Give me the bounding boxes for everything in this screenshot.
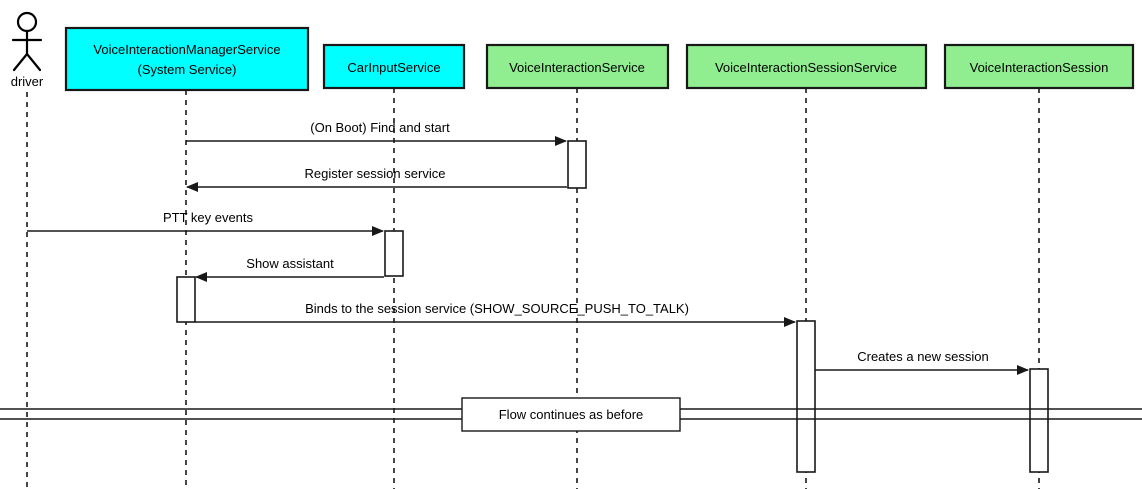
activation-bar-vis — [567, 140, 587, 189]
message-creates-a-new-session: Creates a new session — [815, 349, 1029, 375]
participant-label-vims-line2: (System Service) — [138, 62, 237, 77]
message-label-m4: Show assistant — [246, 256, 334, 271]
participant-carinput[interactable]: CarInputService — [322, 43, 466, 90]
participant-label-session: VoiceInteractionSession — [970, 60, 1109, 75]
message-ptt-key-events: PTT key events — [27, 210, 384, 236]
activation-bars — [176, 140, 1049, 473]
participant-vis[interactable]: VoiceInteractionService — [485, 43, 670, 90]
actor-driver[interactable]: driver — [11, 11, 44, 89]
message-label-m1: (On Boot) Find and start — [310, 120, 450, 135]
message-register-session-service: Register session service — [186, 166, 567, 192]
message-label-m5: Binds to the session service (SHOW_SOURC… — [305, 301, 689, 316]
participant-box-carinput[interactable] — [322, 43, 466, 90]
divider-flow-continues: Flow continues as before — [0, 397, 1142, 432]
actor-label-driver: driver — [11, 74, 44, 89]
message-label-m3: PTT key events — [163, 210, 254, 225]
activation-bar-session — [1029, 368, 1049, 473]
participant-box-session[interactable] — [943, 43, 1135, 90]
message-binds-to-session-service: Binds to the session service (SHOW_SOURC… — [195, 301, 796, 327]
participant-label-vis: VoiceInteractionService — [509, 60, 645, 75]
activation-bar-vims — [176, 276, 196, 323]
message-label-m2: Register session service — [305, 166, 446, 181]
message-on-boot-find-and-start: (On Boot) Find and start — [186, 120, 567, 146]
participant-box-vims[interactable] — [64, 26, 310, 92]
participant-label-carinput: CarInputService — [347, 60, 440, 75]
participant-label-vims-line1: VoiceInteractionManagerService — [93, 42, 280, 57]
actor-leg-right-icon — [25, 52, 42, 72]
participant-viss[interactable]: VoiceInteractionSessionService — [685, 43, 928, 90]
message-show-assistant: Show assistant — [195, 256, 384, 282]
actor-head-icon — [16, 11, 38, 33]
participant-box-viss[interactable] — [685, 43, 928, 90]
activation-bar-carinput — [384, 230, 404, 277]
participant-box-vis[interactable] — [485, 43, 670, 90]
actor-leg-left-icon — [12, 52, 29, 72]
participant-vims[interactable]: VoiceInteractionManagerService (System S… — [64, 26, 310, 92]
participant-session[interactable]: VoiceInteractionSession — [943, 43, 1135, 90]
participant-label-viss: VoiceInteractionSessionService — [715, 60, 897, 75]
activation-bar-viss — [796, 320, 816, 473]
divider-label-box — [461, 397, 681, 432]
divider-label-text: Flow continues as before — [499, 407, 644, 422]
message-label-m6: Creates a new session — [857, 349, 989, 364]
